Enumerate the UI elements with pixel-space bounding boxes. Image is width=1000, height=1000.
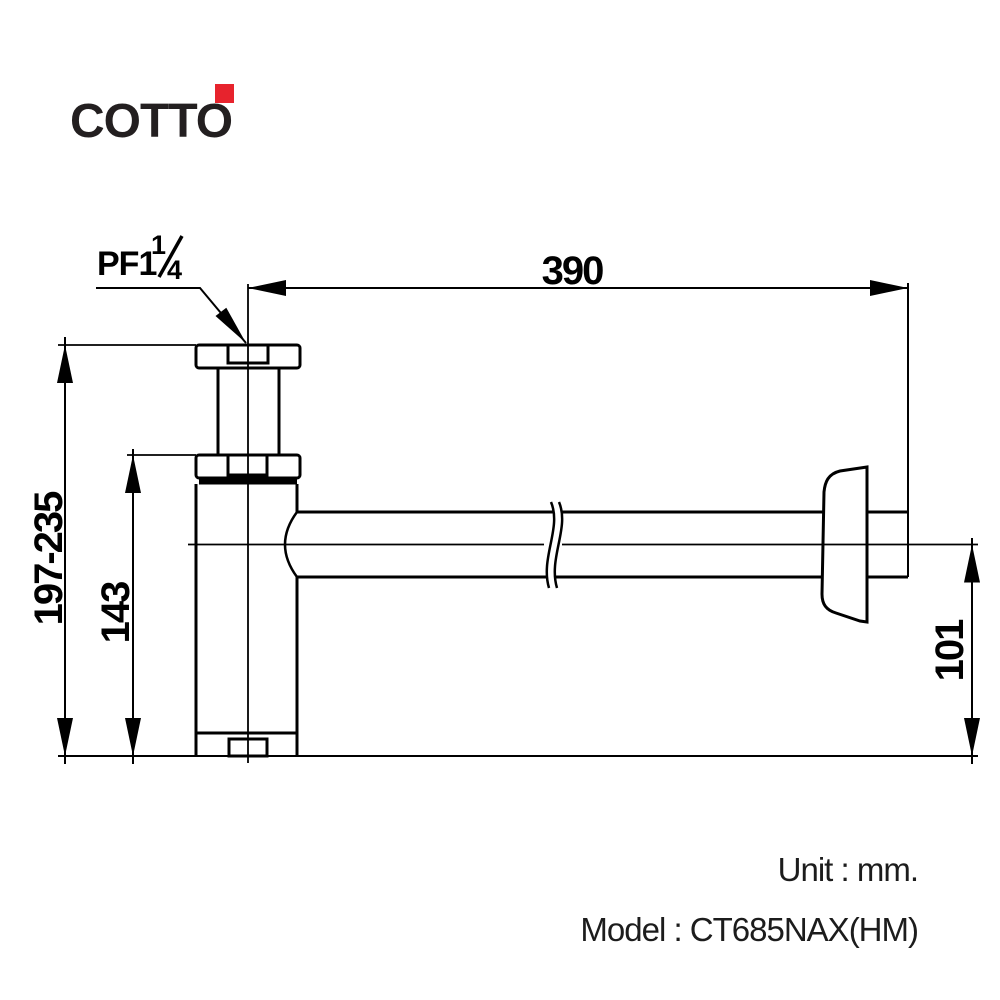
thread-label-denominator: 4 bbox=[167, 255, 182, 285]
dimension-overall-height: 197-235 bbox=[27, 337, 196, 764]
bottle-trap-drawing bbox=[188, 284, 978, 763]
brand-logo-square-icon bbox=[215, 84, 234, 103]
arrowhead-down bbox=[125, 718, 141, 756]
arrowhead-down bbox=[964, 718, 980, 756]
fraction-slash bbox=[157, 235, 184, 278]
dim-body-height-label: 143 bbox=[94, 582, 138, 643]
brand-logo-text: COTTO bbox=[70, 95, 232, 148]
dimension-body-height: 143 bbox=[94, 449, 196, 764]
arrowhead-down bbox=[57, 718, 73, 756]
pipe-break-symbol bbox=[545, 501, 564, 589]
dim-overall-height-label: 197-235 bbox=[27, 491, 71, 626]
model-label: Model : CT685NAX(HM) bbox=[580, 911, 918, 948]
arrowhead-left bbox=[248, 280, 286, 296]
thread-label-prefix: PF1 bbox=[97, 245, 156, 283]
brand-logo: COTTO bbox=[70, 84, 234, 148]
break-curve-left bbox=[545, 501, 556, 589]
arrowhead-up bbox=[57, 345, 73, 383]
unit-label: Unit : mm. bbox=[778, 851, 918, 888]
arrowhead-up bbox=[125, 455, 141, 493]
thread-callout: PF1 1 4 bbox=[96, 230, 247, 344]
dimension-width: 390 bbox=[248, 249, 909, 577]
break-mask bbox=[546, 502, 563, 588]
dim-outlet-height-label: 101 bbox=[928, 619, 972, 681]
arrowhead-right bbox=[870, 280, 908, 296]
break-curve-right bbox=[553, 501, 564, 589]
dim-width-label: 390 bbox=[542, 249, 603, 293]
footer-notes: Unit : mm. Model : CT685NAX(HM) bbox=[580, 851, 919, 948]
thread-label-numerator: 1 bbox=[151, 230, 166, 260]
arrowhead-up bbox=[964, 544, 980, 583]
dimension-outlet-height: 101 bbox=[928, 538, 980, 764]
leader-arrowhead bbox=[215, 307, 246, 343]
